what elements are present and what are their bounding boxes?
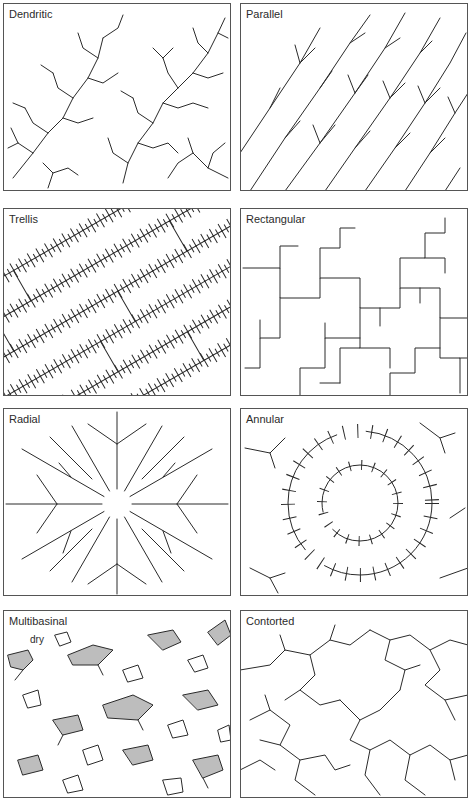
basin-note: dry: [30, 634, 44, 646]
stream-network: [241, 13, 467, 190]
tributary-ticks: [4, 209, 230, 395]
dendritic-streams: [8, 15, 228, 188]
pattern-panel: Rectangular: [240, 208, 468, 396]
parallel-streams: [240, 13, 468, 191]
pattern-title: Rectangular: [244, 213, 307, 226]
contorted-streams: [240, 625, 468, 795]
short-streams: [15, 665, 208, 788]
trellis-streams: [0, 146, 316, 471]
pattern-panel: Contorted: [240, 610, 468, 798]
pattern-panel: Annular: [240, 408, 468, 596]
pattern-title: Trellis: [7, 213, 40, 226]
stream-network: [241, 625, 467, 795]
tributary-ticks: [4, 209, 230, 395]
pattern-title: Dendritic: [7, 8, 54, 21]
radial-streams: [6, 412, 228, 594]
main-streams: [4, 209, 230, 395]
multibasinal-basins: [8, 620, 231, 795]
pattern-title: Parallel: [244, 8, 285, 21]
pattern-title: Radial: [7, 413, 42, 426]
pattern-title: Contorted: [244, 615, 296, 628]
rectangular-streams: [243, 218, 468, 396]
pattern-panel: Dendritic: [3, 3, 231, 191]
outer-ring-stream: [288, 431, 432, 575]
stream-network: [243, 218, 467, 395]
stream-network: [6, 412, 228, 594]
stream-network: [8, 15, 228, 188]
annular-streams: [245, 423, 468, 593]
inner-ring-tributaries: [322, 465, 398, 541]
dry-basins: [23, 632, 230, 795]
pattern-title: Multibasinal: [7, 615, 69, 628]
outer-streams: [245, 423, 467, 593]
pattern-title: Annular: [244, 413, 286, 426]
outer-ring-tributaries: [288, 431, 432, 575]
wet-basins: [8, 620, 230, 778]
inner-ring-stream: [322, 465, 398, 541]
pattern-panel: Parallel: [240, 3, 468, 191]
short-tributaries: [4, 209, 230, 395]
pattern-panel: Radial: [3, 408, 231, 596]
pattern-panel: Trellis: [3, 208, 231, 396]
